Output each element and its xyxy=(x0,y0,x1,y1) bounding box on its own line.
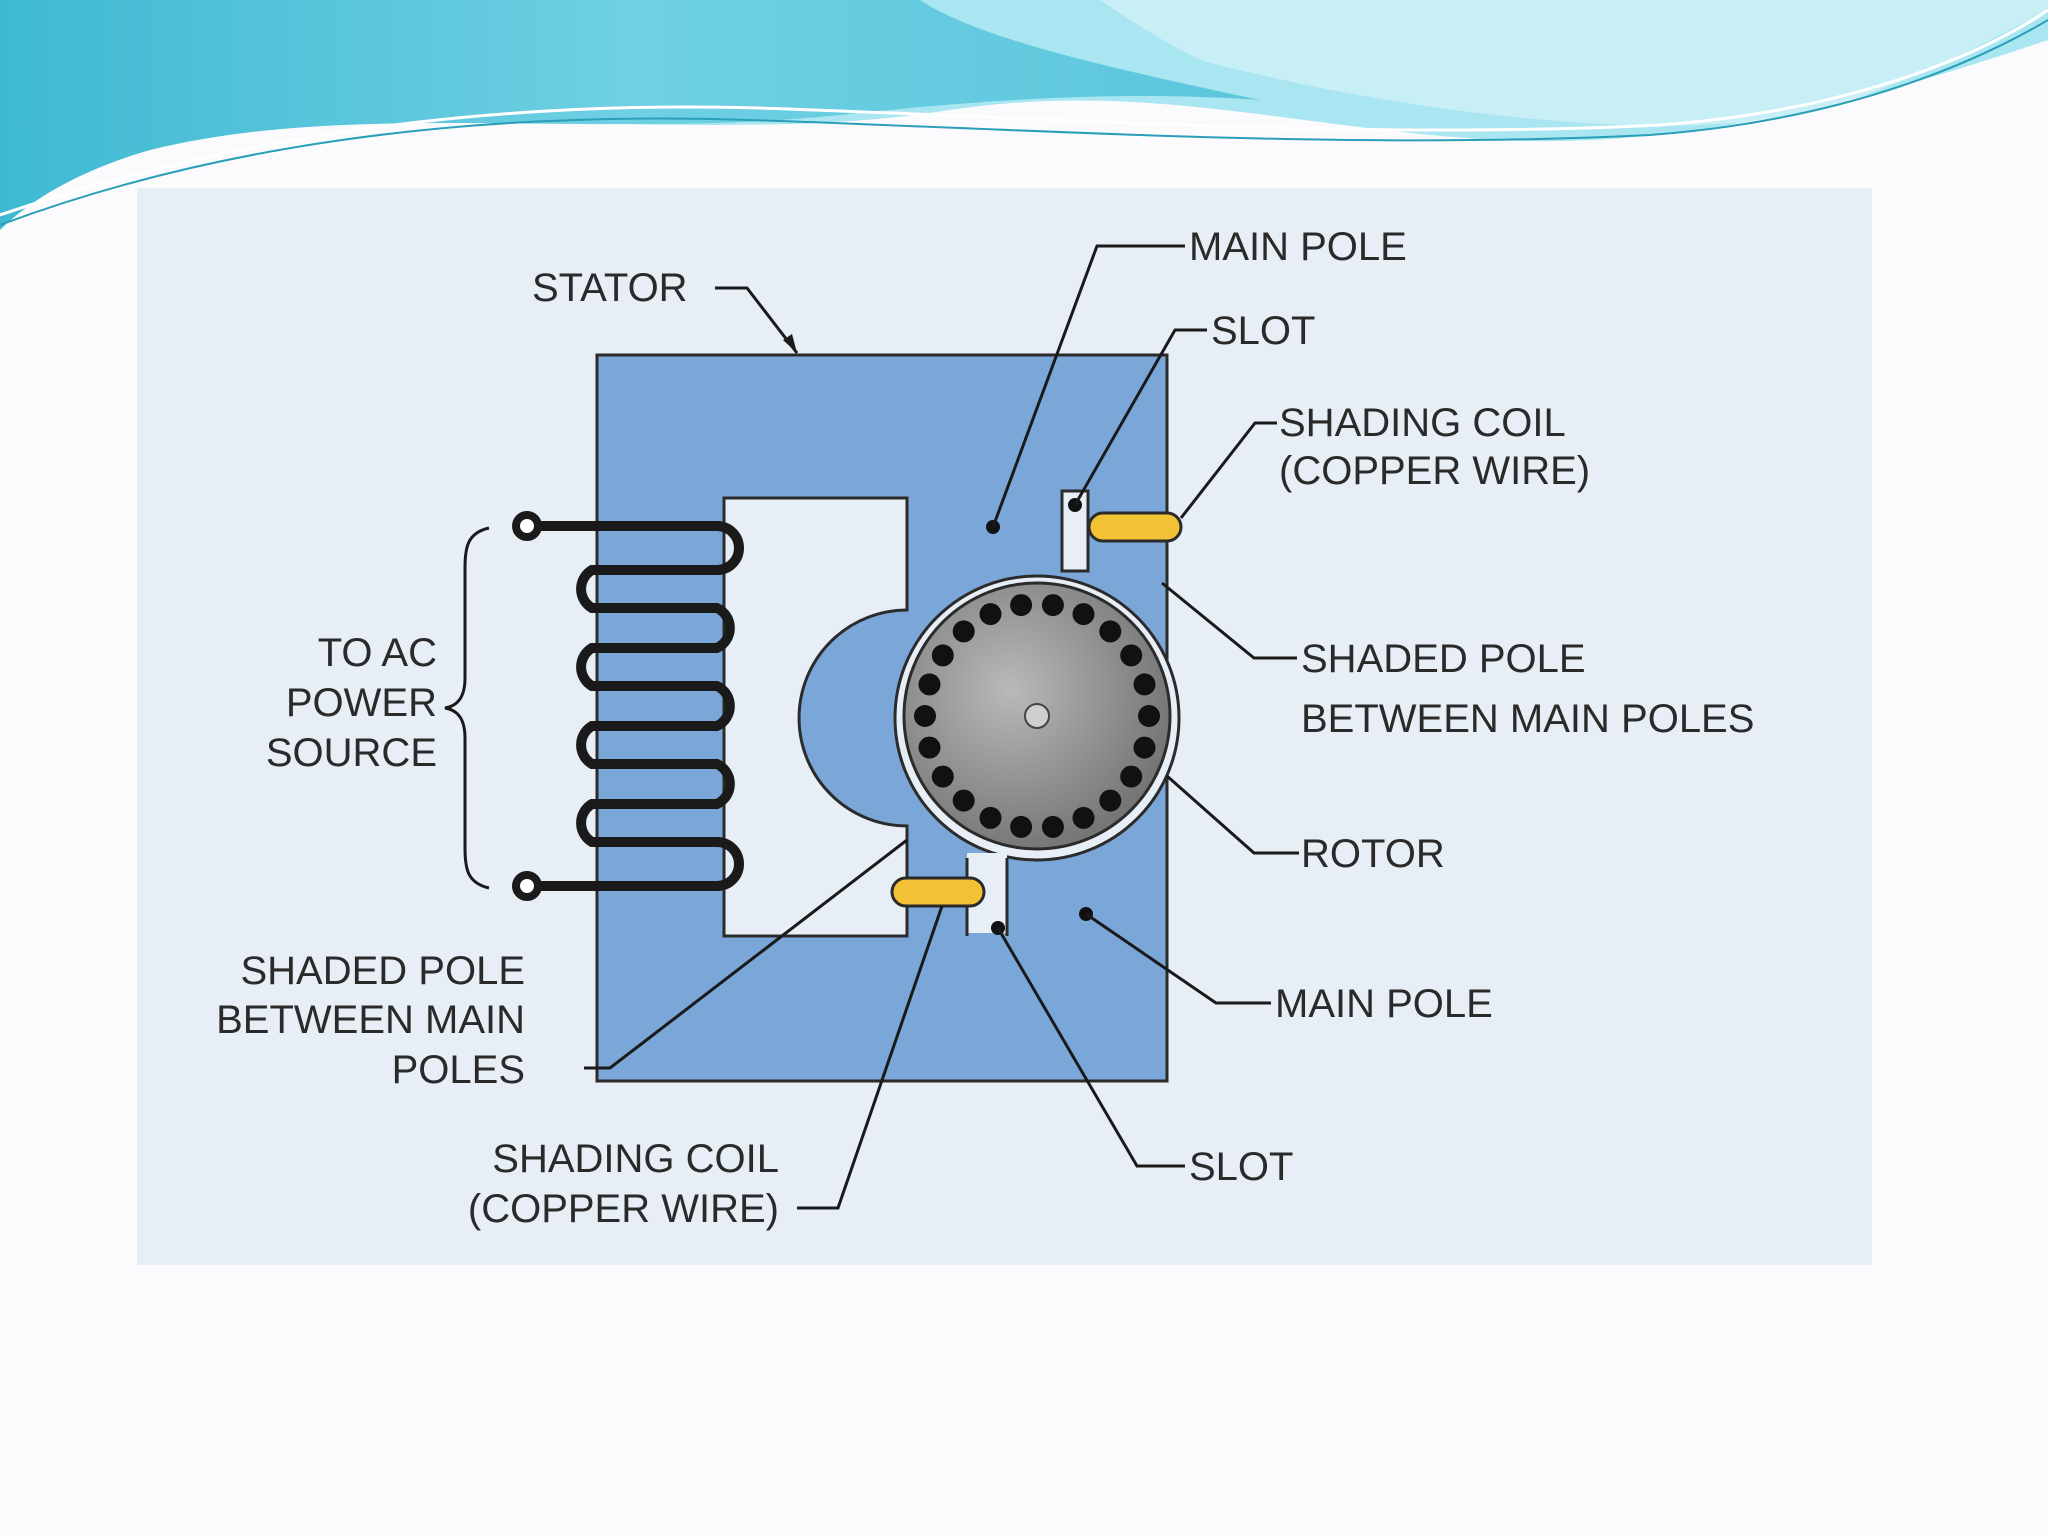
rotor-bar-dot xyxy=(1072,603,1095,626)
rotor-bar-dot xyxy=(1099,789,1122,812)
power-brace xyxy=(444,526,490,890)
rotor-bar-dot xyxy=(1133,736,1156,759)
label-stator: STATOR xyxy=(532,266,688,310)
label-power-1: TO AC xyxy=(318,631,437,675)
terminal-bottom xyxy=(512,871,542,901)
label-slot-bottom: SLOT xyxy=(1189,1145,1293,1189)
label-shading-coil-top-1: SHADING COIL xyxy=(1279,401,1566,445)
rotor-bar-dot xyxy=(931,644,954,667)
rotor-bar-dot xyxy=(952,620,975,643)
rotor-bar-dot xyxy=(979,603,1002,626)
field-coil xyxy=(522,521,744,891)
leader-shaded-pole-left xyxy=(584,838,908,1070)
header-wave-front xyxy=(0,0,1260,230)
leader-main-pole-bottom xyxy=(1085,912,1271,1005)
rotor-shaft xyxy=(1024,703,1050,729)
label-shading-coil-top-2: (COPPER WIRE) xyxy=(1279,449,1590,493)
leader-stator-arrow xyxy=(783,334,797,353)
rotor-bar-dot xyxy=(952,789,975,812)
rotor-bar-dot xyxy=(1099,620,1122,643)
rotor-bar-dot xyxy=(1072,806,1095,829)
label-shaded-pole-left-1: SHADED POLE xyxy=(240,949,525,993)
label-shaded-pole-left-2: BETWEEN MAIN xyxy=(216,998,525,1042)
slide-header-wave xyxy=(0,0,2048,230)
rotor-bar-dot xyxy=(1010,815,1033,838)
leader-slot-bottom xyxy=(996,927,1185,1168)
shading-coil-bottom xyxy=(890,876,986,908)
header-wave-line-2 xyxy=(0,8,2048,217)
leader-rotor xyxy=(1166,774,1299,855)
label-rotor: ROTOR xyxy=(1301,832,1445,876)
rotor-bar-dot xyxy=(914,705,936,727)
label-shading-coil-bottom-1: SHADING COIL xyxy=(492,1137,779,1181)
label-shaded-pole-right-1: SHADED POLE xyxy=(1301,637,1586,681)
label-power-3: SOURCE xyxy=(266,731,437,775)
rotor-bar-dot xyxy=(918,736,941,759)
rotor-bar-dot xyxy=(1041,815,1064,838)
label-main-pole-top: MAIN POLE xyxy=(1189,225,1407,269)
header-wave-right xyxy=(1100,0,2048,126)
diagram-panel: STATOR MAIN POLE SLOT SHADING COIL (COPP… xyxy=(137,188,1872,1265)
rotor-bars xyxy=(914,594,1160,838)
leader-shaded-pole-right xyxy=(1161,581,1297,660)
leader-shading-coil-top xyxy=(1179,421,1277,519)
rotor-bar-dot xyxy=(1120,765,1143,788)
shaded-pole-motor-diagram: STATOR MAIN POLE SLOT SHADING COIL (COPP… xyxy=(216,225,1754,1231)
label-shaded-pole-left-3: POLES xyxy=(392,1048,525,1092)
terminal-top xyxy=(512,511,542,541)
leader-stator xyxy=(715,286,799,354)
label-main-pole-bottom: MAIN POLE xyxy=(1275,982,1493,1026)
rotor-bar-dot xyxy=(979,806,1002,829)
rotor-bar-dot xyxy=(931,765,954,788)
label-shading-coil-bottom-2: (COPPER WIRE) xyxy=(468,1187,779,1231)
rotor-bar-dot xyxy=(1010,594,1033,617)
label-power-2: POWER xyxy=(286,681,437,725)
rotor-bar-dot xyxy=(1138,705,1160,727)
rotor-bar-dot xyxy=(1041,594,1064,617)
label-shaded-pole-right-2: BETWEEN MAIN POLES xyxy=(1301,697,1754,741)
rotor-bar-dot xyxy=(1133,673,1156,696)
shading-coil-top xyxy=(1087,511,1183,543)
header-wave-line-1 xyxy=(0,19,2048,226)
rotor-bar-dot xyxy=(918,673,941,696)
rotor-bar-dot xyxy=(1120,644,1143,667)
label-slot-top: SLOT xyxy=(1211,309,1315,353)
leader-shading-coil-bottom xyxy=(797,905,944,1210)
leader-main-pole-top xyxy=(991,244,1185,528)
leader-slot-top xyxy=(1073,328,1207,506)
